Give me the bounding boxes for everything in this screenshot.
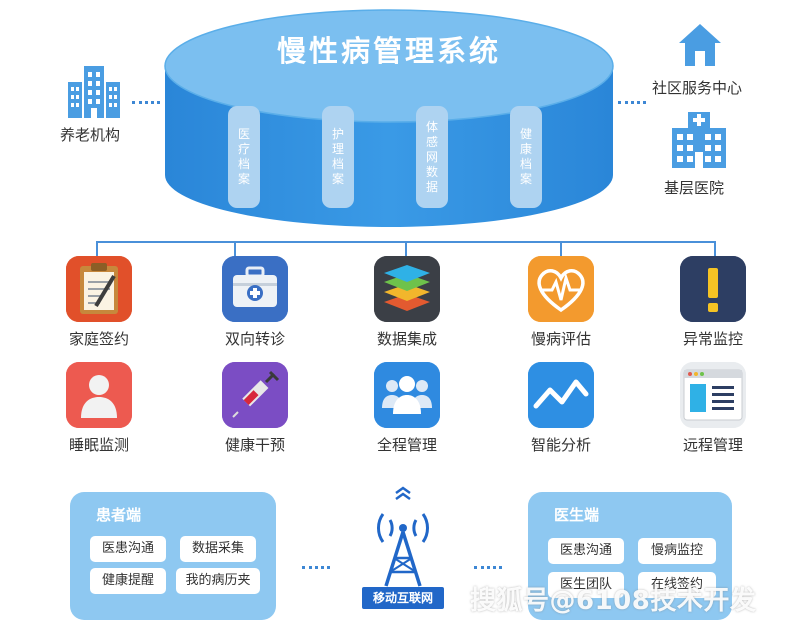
system-cylinder	[164, 9, 614, 227]
feature-data-integration[interactable]: 数据集成	[352, 256, 462, 349]
dotted-link-left	[132, 101, 160, 104]
archive-sensor-data: 体感网数据	[416, 106, 448, 208]
heart-pulse-icon	[528, 256, 594, 322]
doctor-item-online-contract[interactable]: 在线签约	[638, 572, 716, 598]
patient-item-communication[interactable]: 医患沟通	[90, 536, 166, 562]
doctor-terminal-title: 医生端	[554, 506, 600, 524]
medical-kit-icon	[222, 256, 288, 322]
layers-icon	[374, 256, 440, 322]
doctor-item-communication[interactable]: 医患沟通	[548, 538, 624, 564]
archive-medical: 医疗档案	[228, 106, 260, 208]
doctor-item-chronic-monitoring[interactable]: 慢病监控	[638, 538, 716, 564]
person-icon	[66, 362, 132, 428]
patient-item-health-reminder[interactable]: 健康提醒	[90, 568, 166, 594]
window-icon	[680, 362, 746, 428]
dotted-link-patient	[302, 566, 330, 569]
doctor-terminal-panel: 医生端 医患沟通 慢病监控 医生团队 在线签约	[528, 492, 732, 620]
feature-anomaly-monitoring[interactable]: 异常监控	[658, 256, 768, 349]
syringe-icon	[222, 362, 288, 428]
trend-line-icon	[528, 362, 594, 428]
clipboard-pen-icon	[66, 256, 132, 322]
system-title: 慢性病管理系统	[276, 34, 501, 68]
institution-elderly-care-label: 养老机构	[60, 126, 121, 144]
dotted-link-doctor	[474, 566, 502, 569]
feature-two-way-referral[interactable]: 双向转诊	[200, 256, 310, 349]
doctor-item-doctor-team[interactable]: 医生团队	[548, 572, 624, 598]
patient-terminal-panel: 患者端 医患沟通 数据采集 健康提醒 我的病历夹	[70, 492, 276, 620]
hospital-icon	[672, 112, 726, 168]
group-icon	[374, 362, 440, 428]
watermark: 搜狐号@6108技术开发	[470, 586, 757, 616]
dotted-link-right	[618, 101, 646, 104]
feature-sleep-monitoring[interactable]: 睡眠监测	[44, 362, 154, 455]
feature-smart-analysis[interactable]: 智能分析	[506, 362, 616, 455]
apartment-building-icon	[68, 66, 120, 118]
exclamation-icon	[680, 256, 746, 322]
house-icon	[679, 24, 721, 66]
feature-health-intervention[interactable]: 健康干预	[200, 362, 310, 455]
patient-item-data-collection[interactable]: 数据采集	[180, 536, 256, 562]
institution-primary-hospital-label: 基层医院	[664, 179, 725, 197]
archive-health: 健康档案	[510, 106, 542, 208]
network-label: 移动互联网	[362, 587, 444, 609]
feature-family-contract[interactable]: 家庭签约	[44, 256, 154, 349]
patient-item-medical-record[interactable]: 我的病历夹	[176, 568, 260, 594]
feature-remote-management[interactable]: 远程管理	[658, 362, 768, 455]
patient-terminal-title: 患者端	[96, 506, 142, 524]
feature-chronic-assessment[interactable]: 慢病评估	[506, 256, 616, 349]
feature-connector	[96, 241, 716, 256]
archive-nursing: 护理档案	[322, 106, 354, 208]
signal-tower-icon	[376, 486, 430, 587]
feature-full-process-management[interactable]: 全程管理	[352, 362, 462, 455]
institution-community-center-label: 社区服务中心	[652, 79, 743, 97]
